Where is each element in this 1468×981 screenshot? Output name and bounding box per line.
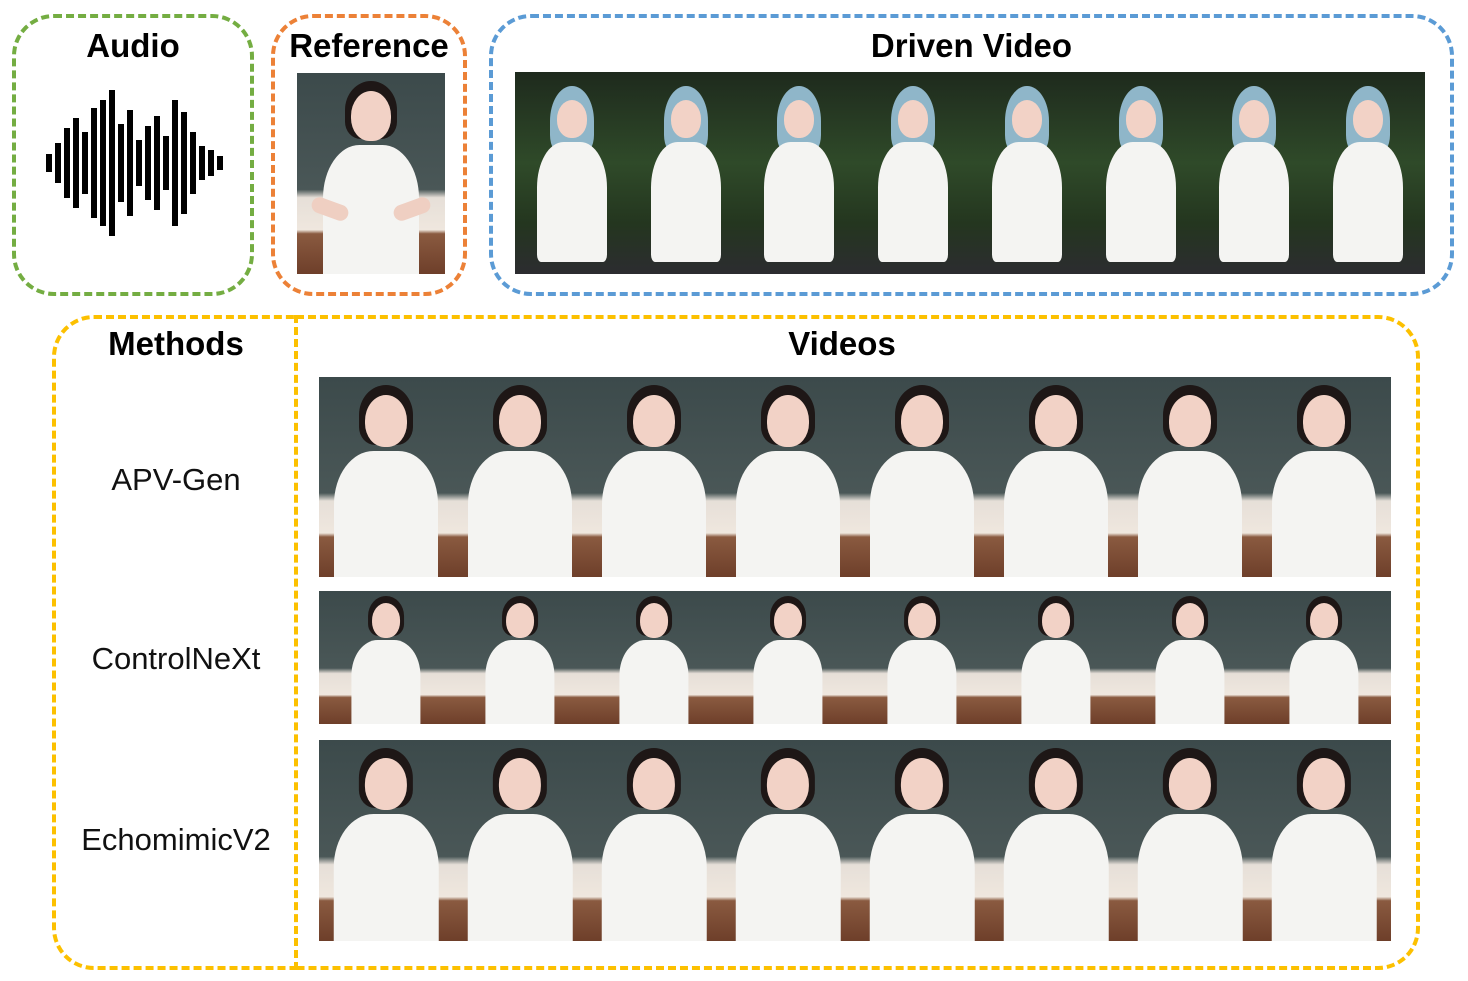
driven-frame [856,72,970,274]
video-frame [1257,591,1391,724]
video-frame [319,591,453,724]
echomimicv2-video-strip [319,740,1391,941]
video-frame [989,591,1123,724]
video-frame [855,740,989,941]
reference-panel [271,14,467,296]
videos-title: Videos [788,325,896,362]
video-frame [453,740,587,941]
driven-frame [515,72,629,274]
apv-gen-video-strip [319,377,1391,577]
video-frame [721,740,855,941]
video-frame [1123,591,1257,724]
video-frame [1123,740,1257,941]
controlnext-video-strip [319,591,1391,724]
reference-image [297,73,445,274]
methods-panel [52,315,298,970]
driven-frame [742,72,857,274]
driven-video-strip [515,72,1425,274]
video-frame [989,377,1123,577]
video-frame [587,377,721,577]
audio-waveform-icon [46,90,223,236]
videos-panel [296,315,1420,970]
video-frame [855,377,989,577]
video-frame [453,591,587,724]
video-frame [721,591,855,724]
driven-frame [970,72,1084,274]
video-frame [319,377,453,577]
driven-frame [1083,72,1198,274]
video-frame [721,377,855,577]
video-frame [1257,377,1391,577]
driven-video-title: Driven Video [870,27,1073,64]
video-frame [453,377,587,577]
video-frame [989,740,1123,941]
video-frame [1123,377,1257,577]
driven-frame [1311,72,1425,274]
reference-title: Reference [289,27,449,64]
driven-frame [628,72,743,274]
video-frame [587,591,721,724]
audio-title: Audio [86,27,180,64]
video-frame [855,591,989,724]
method-label-controlnext: ControlNeXt [91,641,261,676]
video-frame [587,740,721,941]
driven-video-panel [489,14,1454,296]
video-frame [319,740,453,941]
driven-frame [1197,72,1312,274]
methods-title: Methods [108,325,244,362]
audio-panel [12,14,254,296]
method-label-echomimicv2: EchomimicV2 [81,822,271,857]
video-frame [1257,740,1391,941]
method-label-apv-gen: APV-Gen [111,462,241,497]
